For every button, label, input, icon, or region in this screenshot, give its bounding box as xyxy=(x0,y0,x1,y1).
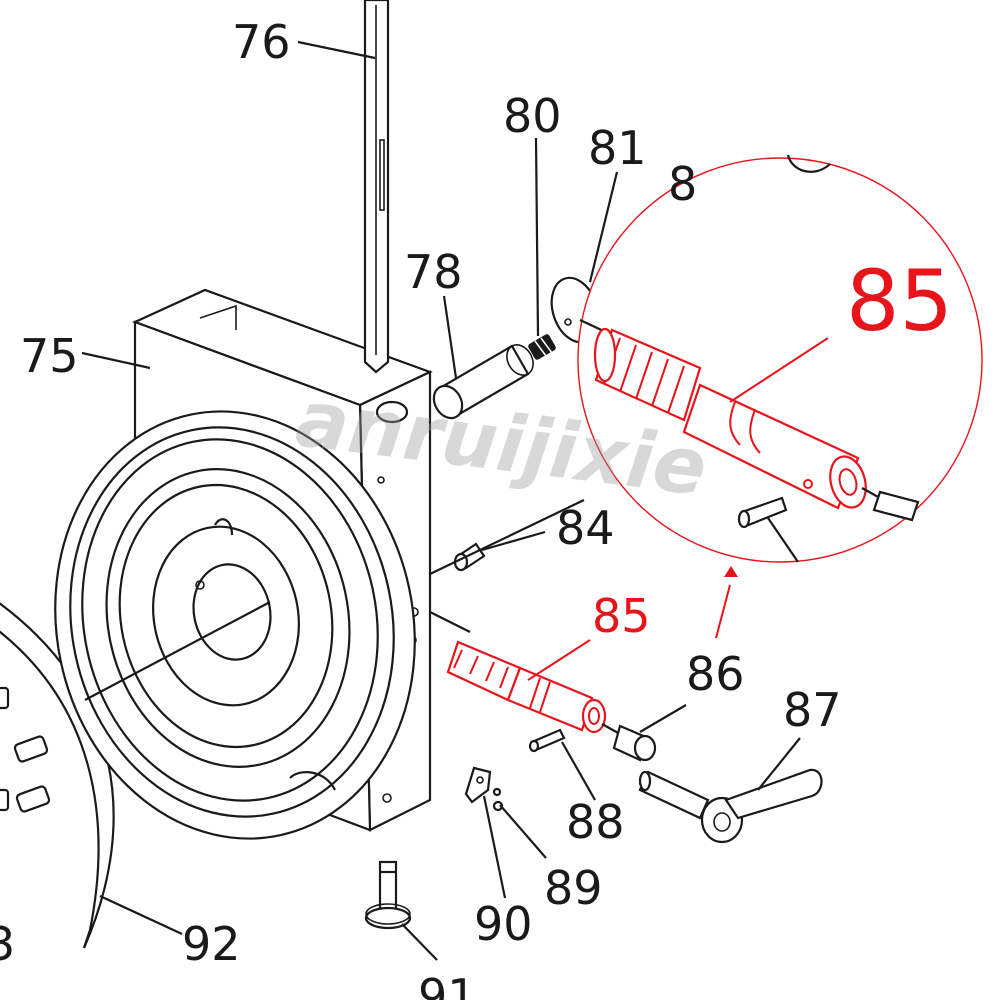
zoom-label-85: 85 xyxy=(846,252,953,350)
bushing-84 xyxy=(453,542,486,572)
rack-bar-76 xyxy=(363,0,390,374)
callout-87: 87 xyxy=(783,683,842,737)
callout-78: 78 xyxy=(404,245,463,299)
plate-90 xyxy=(464,766,504,812)
callout-89: 89 xyxy=(544,861,603,915)
callout-85: 85 xyxy=(592,589,651,643)
callout-75: 75 xyxy=(20,329,79,383)
screw-86 xyxy=(601,723,657,762)
shaft-85 xyxy=(446,640,607,734)
axis-line xyxy=(84,601,271,701)
callout-81: 81 xyxy=(588,121,647,175)
callout-84: 84 xyxy=(556,501,615,555)
leader-lines xyxy=(81,40,801,961)
callout-90: 90 xyxy=(474,897,533,951)
callout-edge-top: 8 xyxy=(668,157,697,211)
callout-86: 86 xyxy=(686,647,745,701)
face-plate xyxy=(54,410,416,840)
callout-88: 88 xyxy=(566,795,625,849)
lever-87 xyxy=(638,768,823,844)
callout-80: 80 xyxy=(503,89,562,143)
pin-88 xyxy=(528,728,566,753)
roller-78 xyxy=(432,344,534,420)
zoom-arrow-head xyxy=(724,566,738,577)
bolt-91 xyxy=(364,860,412,930)
zoom-inset xyxy=(577,154,983,563)
callout-edge-left: 3 xyxy=(0,917,15,971)
callout-92: 92 xyxy=(182,917,241,971)
leader-85 xyxy=(527,639,591,681)
zoom-arrow-shaft xyxy=(715,584,731,639)
callout-91: 91 xyxy=(418,969,477,1000)
spring-80 xyxy=(528,334,556,360)
callout-76: 76 xyxy=(232,15,291,69)
